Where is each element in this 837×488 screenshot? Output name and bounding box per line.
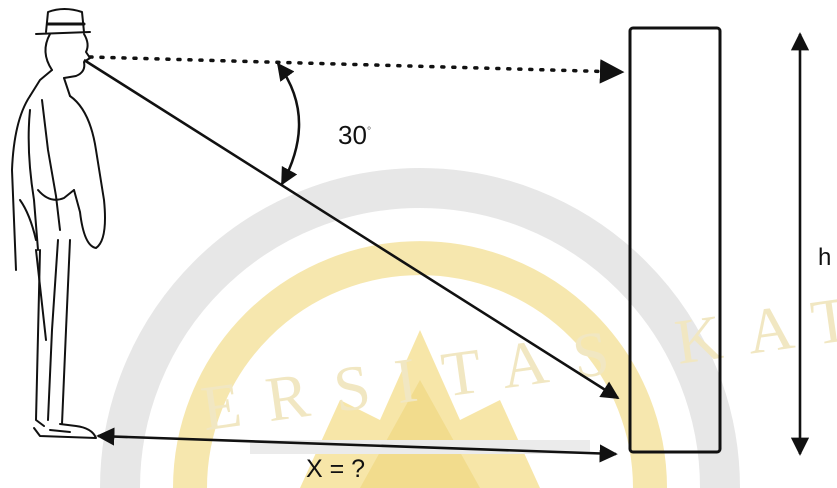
- height-label: h: [818, 244, 832, 271]
- degree-mark: °: [366, 125, 372, 138]
- distance-label: X = ?: [306, 455, 366, 483]
- angle-value: 30: [338, 120, 367, 150]
- angle-label: 30°: [338, 120, 371, 151]
- watermark-seal: ERSITAS KAT: [100, 168, 837, 488]
- horizontal-sight-line: [88, 55, 625, 84]
- building-icon: [628, 26, 722, 454]
- line-of-sight: [83, 58, 620, 400]
- man-with-hat-icon: [11, 8, 106, 439]
- angle-arc-icon: [276, 62, 301, 186]
- distance-arrow: [96, 427, 618, 463]
